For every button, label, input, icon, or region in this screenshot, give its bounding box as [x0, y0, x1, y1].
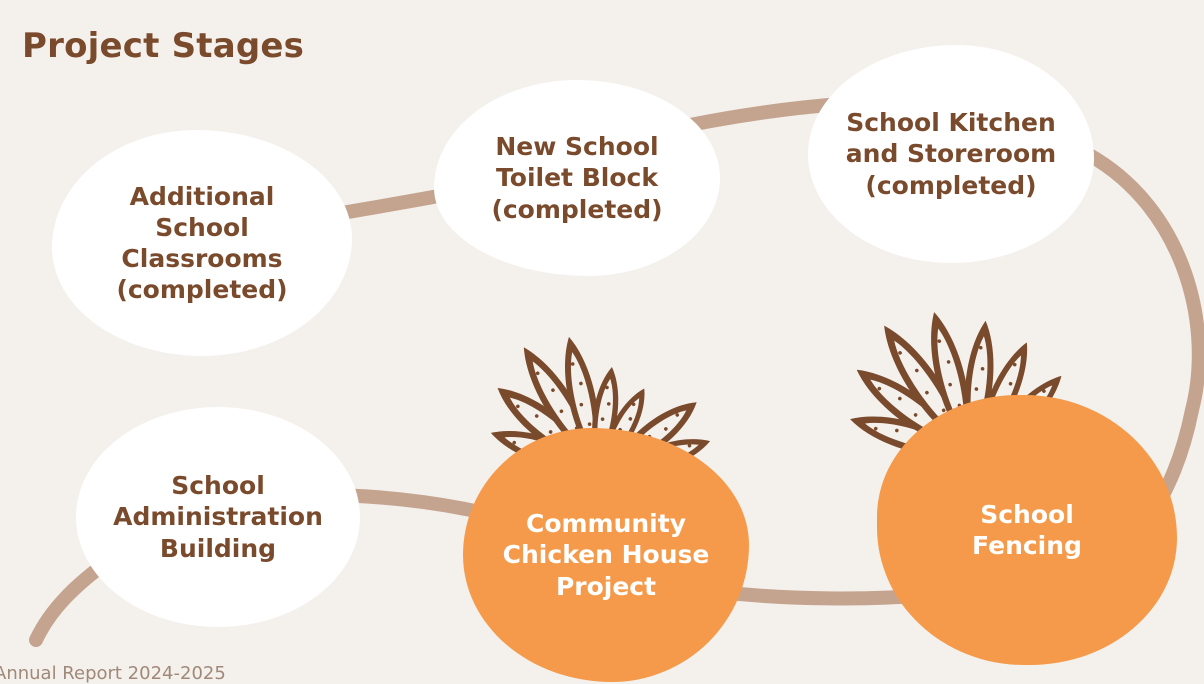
stage-label: New School Toilet Block (completed) — [491, 132, 663, 224]
stage-label: School Administration Building — [113, 471, 323, 563]
stage-label: School Fencing — [972, 499, 1082, 560]
stage-additional-classrooms: Additional School Classrooms (completed) — [52, 130, 352, 356]
stage-label: Additional School Classrooms (completed) — [116, 181, 288, 305]
stage-label: Community Chicken House Project — [502, 509, 710, 601]
footer-text: Annual Report 2024-2025 — [0, 663, 226, 684]
page-title: Project Stages — [22, 26, 305, 66]
stage-school-fencing: School Fencing — [877, 395, 1177, 665]
stage-chicken-house: Community Chicken House Project — [463, 428, 749, 682]
stage-administration-building: School Administration Building — [76, 407, 360, 627]
stage-kitchen-storeroom: School Kitchen and Storeroom (completed) — [808, 45, 1094, 263]
stage-label: School Kitchen and Storeroom (completed) — [845, 108, 1057, 200]
stage-toilet-block: New School Toilet Block (completed) — [434, 80, 720, 276]
